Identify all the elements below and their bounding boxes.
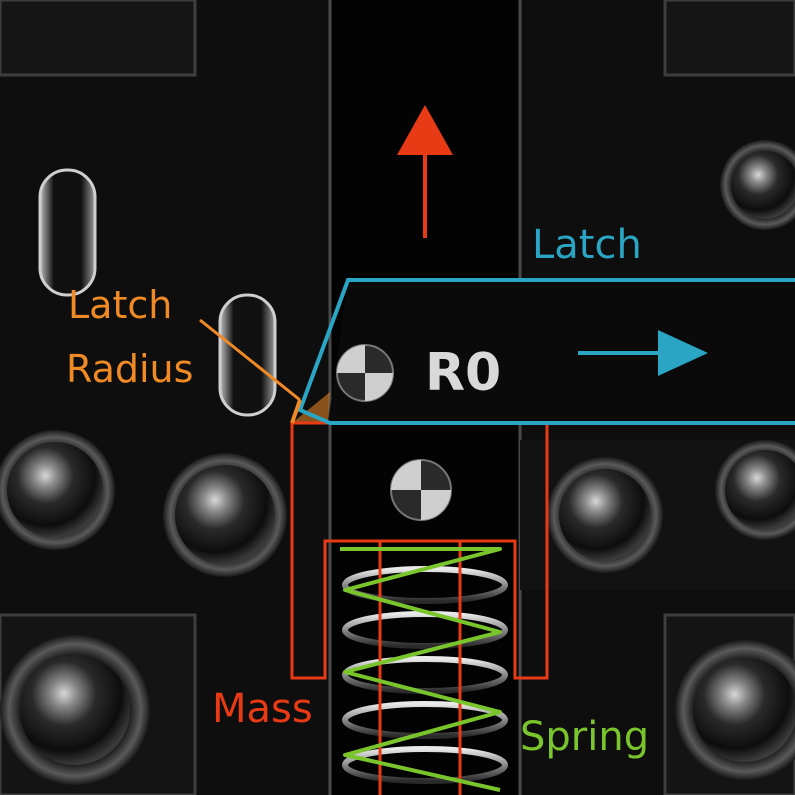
slot-upper-left: [38, 168, 97, 297]
latch-label: Latch: [532, 222, 642, 268]
latch-outline: [297, 278, 795, 425]
quadrant-target-icon: [390, 459, 452, 521]
arrow-up-icon: [397, 105, 453, 238]
spring-outline: [340, 547, 502, 792]
ball-bearing-center-right: [559, 469, 651, 561]
mass-label: Mass: [212, 686, 313, 732]
latch-radius-edge: [290, 399, 302, 424]
ball-bearing-center-left: [175, 465, 275, 565]
mass-outline: [290, 421, 549, 680]
spring-label: Spring: [520, 714, 649, 760]
ball-bearing-right: [725, 450, 795, 530]
latch-radius-label-line1: Latch: [68, 283, 172, 327]
latch-radius-pointer: [199, 318, 301, 402]
latch-radius-label-line2: Radius: [66, 347, 193, 391]
slot-lower-left: [218, 293, 277, 417]
ball-bearing-left: [7, 442, 103, 538]
latch-radius-chamfer: [292, 392, 330, 423]
latch-body: [328, 280, 795, 423]
part-engraving: R0: [425, 343, 501, 403]
ball-bearing-bottom-left: [20, 655, 130, 765]
panel-top-right: [663, 0, 795, 77]
panel-top-left: [0, 0, 197, 77]
arrow-right-icon: [578, 330, 708, 376]
ball-bearing-top-right: [731, 151, 795, 219]
quadrant-target-icon: [336, 344, 394, 402]
ball-bearing-bottom-right: [693, 658, 795, 762]
